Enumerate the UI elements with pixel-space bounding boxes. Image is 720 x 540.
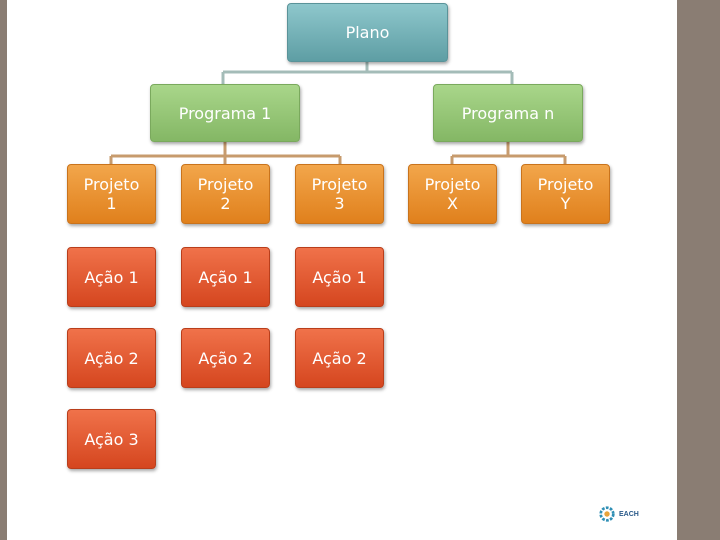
action-label: Ação 1 — [312, 267, 367, 287]
project-label: Projeto 2 — [197, 175, 254, 213]
action-node: Ação 3 — [67, 409, 156, 469]
project-node-y: Projeto Y — [521, 164, 610, 224]
program-node-n: Programa n — [433, 84, 583, 142]
connector-program1-projects — [109, 142, 342, 164]
project-node-1: Projeto 1 — [67, 164, 156, 224]
action-node: Ação 1 — [295, 247, 384, 307]
action-label: Ação 3 — [84, 429, 139, 449]
action-label: Ação 1 — [84, 267, 139, 287]
plan-label: Plano — [345, 23, 390, 42]
program-label: Programa 1 — [178, 103, 272, 123]
action-label: Ação 2 — [84, 348, 139, 368]
action-node: Ação 2 — [181, 328, 270, 388]
action-node: Ação 1 — [67, 247, 156, 307]
project-label: Projeto 1 — [83, 175, 140, 213]
action-node: Ação 2 — [295, 328, 384, 388]
project-node-x: Projeto X — [408, 164, 497, 224]
project-label: Projeto X — [424, 175, 481, 213]
action-node: Ação 2 — [67, 328, 156, 388]
project-node-2: Projeto 2 — [181, 164, 270, 224]
gear-logo-icon — [599, 506, 615, 522]
institution-logo: EACH — [598, 502, 662, 526]
action-label: Ação 1 — [198, 267, 253, 287]
connector-root-programs — [221, 62, 514, 84]
action-label: Ação 2 — [198, 348, 253, 368]
project-label: Projeto 3 — [311, 175, 368, 213]
program-label: Programa n — [461, 103, 555, 123]
logo-text: EACH — [619, 510, 639, 518]
action-label: Ação 2 — [312, 348, 367, 368]
plan-node: Plano — [287, 3, 448, 62]
program-node-1: Programa 1 — [150, 84, 300, 142]
connector-programn-projects — [450, 142, 567, 164]
project-node-3: Projeto 3 — [295, 164, 384, 224]
project-label: Projeto Y — [537, 175, 594, 213]
action-node: Ação 1 — [181, 247, 270, 307]
